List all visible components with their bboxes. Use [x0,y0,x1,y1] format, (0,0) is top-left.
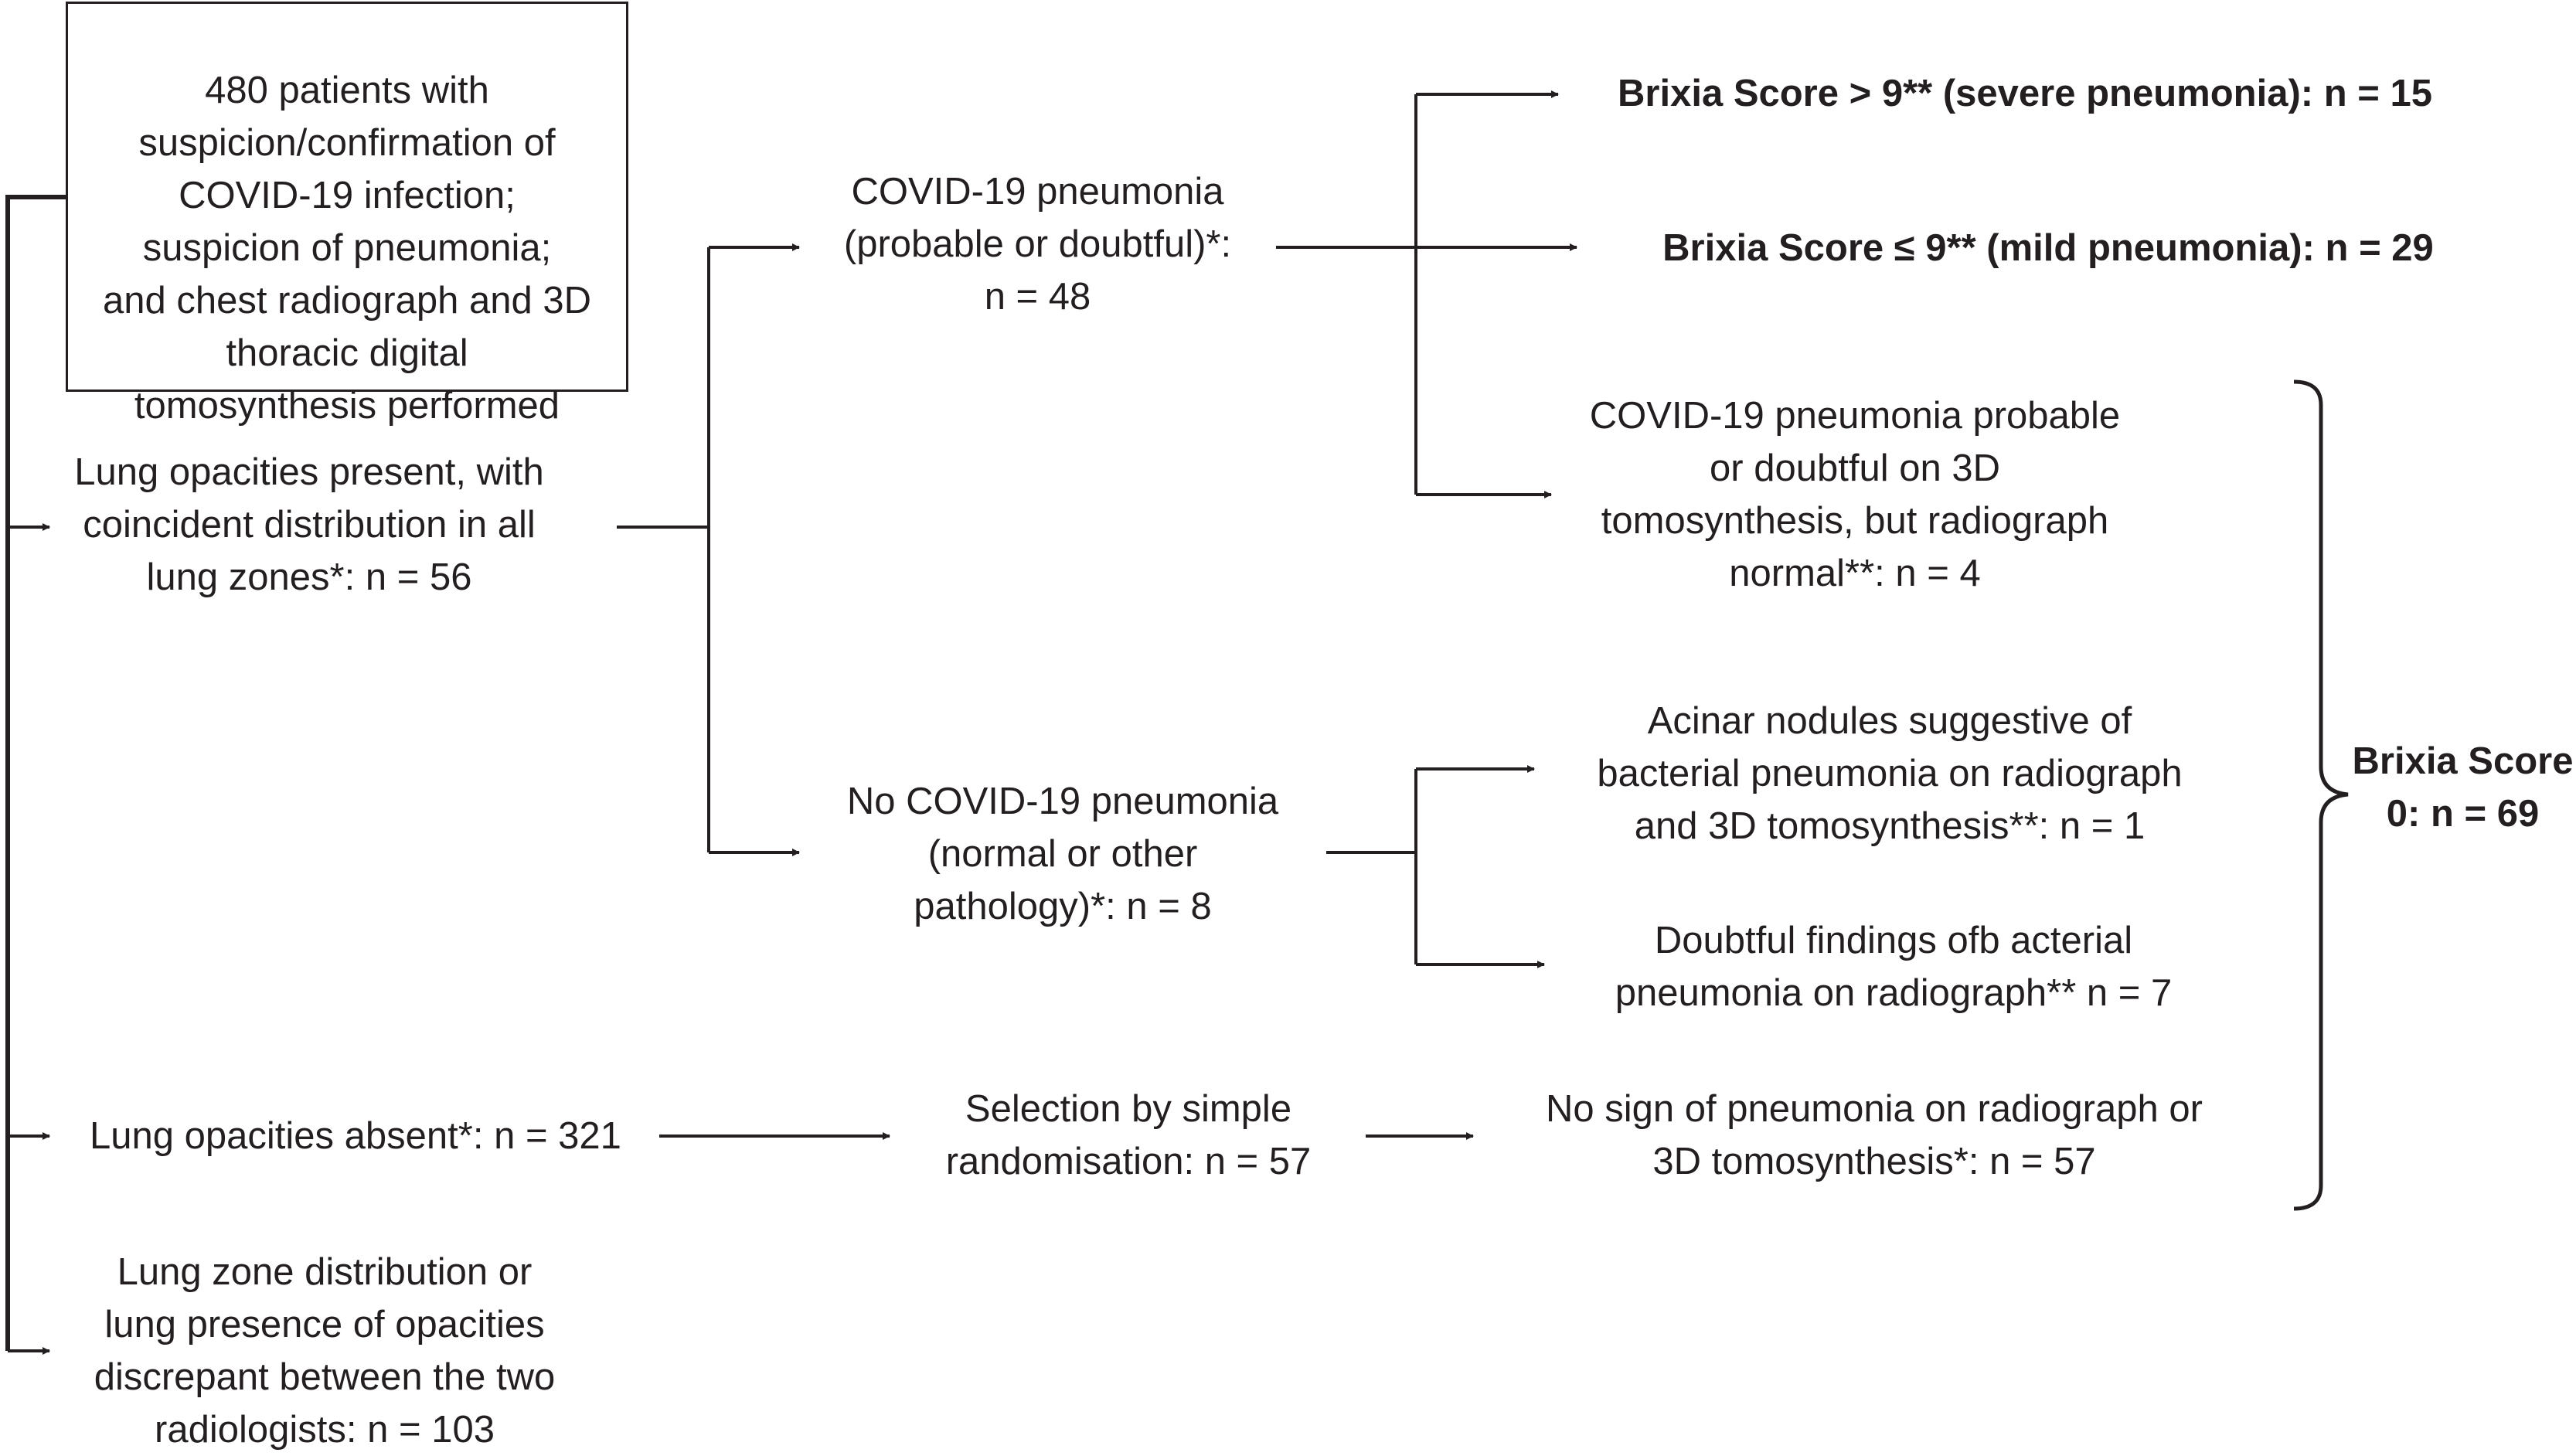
brace-bracket [2293,379,2349,1211]
no-sign-node: No sign of pneumonia on radiograph or 3D… [1546,1088,2203,1182]
opacities-present-node: Lung opacities present, with coincident … [74,451,544,598]
discrepant-node: Lung zone distribution or lung presence … [94,1251,556,1451]
acinar-node: Acinar nodules suggestive of bacterial p… [1597,700,2183,847]
start-box-text: 480 patients with suspicion/confirmation… [103,70,591,427]
covid-pneumonia-node: COVID-19 pneumonia (probable or doubtful… [843,171,1232,318]
start-box: 480 patients with suspicion/confirmation… [66,2,628,427]
spine-connector [5,195,66,1351]
no-covid-pneumonia-node: No COVID-19 pneumonia (normal or other p… [846,781,1279,927]
randomisation-node: Selection by simple randomisation: n = 5… [945,1088,1312,1182]
doubtful-bacterial-node: Doubtful findings ofb acterial pneumonia… [1615,920,2173,1014]
opacities-absent-node: Lung opacities absent*: n = 321 [90,1115,621,1157]
brixia-zero-node: Brixia Score 0: n = 69 [2352,740,2574,835]
brixia-severe-node: Brixia Score > 9** (severe pneumonia): n… [1618,73,2432,114]
brixia-mild-node: Brixia Score ≤ 9** (mild pneumonia): n =… [1662,227,2434,269]
tomo-only-node: COVID-19 pneumonia probable or doubtful … [1589,395,2121,594]
